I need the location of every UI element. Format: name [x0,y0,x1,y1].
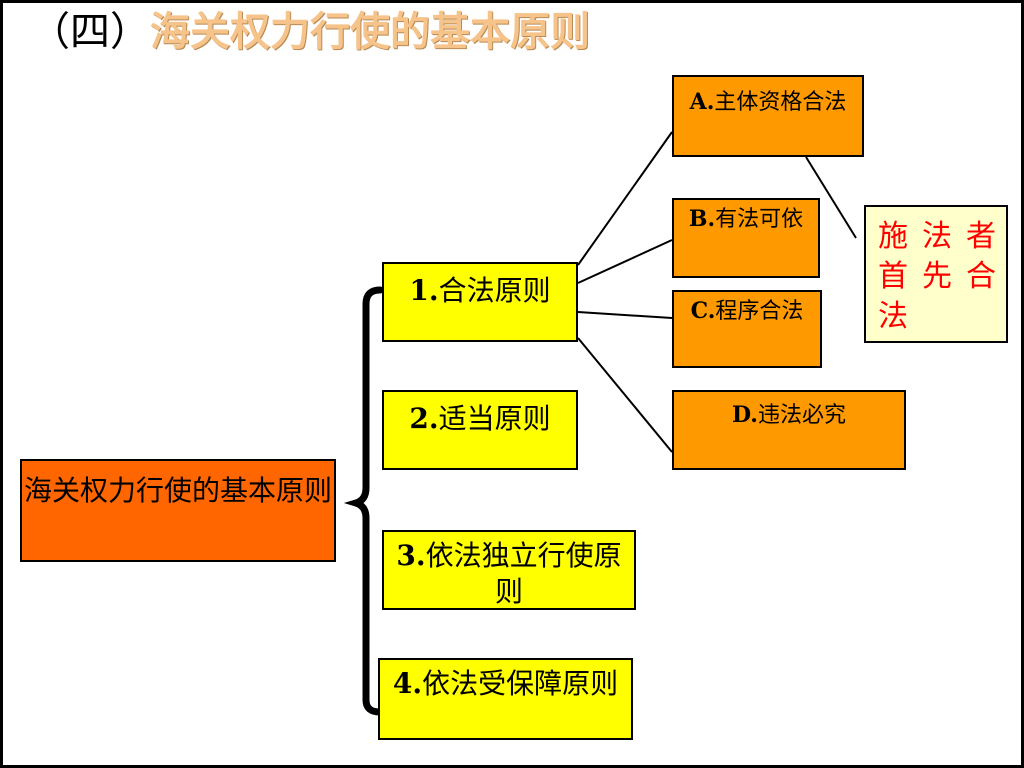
subitem-text: 主体资格合法 [714,90,847,115]
line-to-c [577,311,673,319]
slide-title: （四）海关权力行使的基本原则 [30,8,590,56]
curly-brace [343,286,384,716]
root-concept-box: 海关权力行使的基本原则 [20,459,336,562]
subitem-b: B.有法可依 [672,198,820,278]
subitem-letter: D. [732,402,758,428]
principle-independent: 3.依法独立行使原则 [382,530,636,610]
subitem-d: D.违法必究 [672,390,906,470]
subitem-text: 有法可依 [715,207,804,232]
principle-text: 依法独立行使原则 [425,539,622,608]
principle-protected: 4.依法受保障原则 [378,658,633,740]
subitem-text: 违法必究 [757,403,846,428]
subitem-letter: C. [690,298,716,324]
root-label: 海关权力行使的基本原则 [23,474,332,507]
principle-text: 合法原则 [438,274,551,307]
note-box: 施法者首先合法 [864,205,1008,343]
line-to-a [577,131,673,266]
note-text: 施法者首先合法 [878,219,1000,334]
line-to-d [577,337,673,453]
principle-number: 1. [409,274,439,307]
title-main: 海关权力行使的基本原则 [150,8,590,55]
subitem-a: A.主体资格合法 [672,75,864,157]
principle-text: 依法受保障原则 [422,667,619,700]
principle-number: 3. [396,539,426,572]
line-to-b [577,239,673,284]
title-prefix: （四） [30,9,150,55]
principle-appropriate: 2.适当原则 [382,390,578,470]
subitem-letter: A. [689,89,715,115]
subitem-letter: B. [688,206,716,232]
principle-text: 适当原则 [438,402,551,435]
subitem-c: C.程序合法 [672,290,822,368]
principle-number: 4. [392,667,423,700]
line-a-to-note [805,156,857,239]
principle-legal: 1.合法原则 [382,262,578,342]
principle-number: 2. [409,402,439,435]
subitem-text: 程序合法 [715,299,804,324]
